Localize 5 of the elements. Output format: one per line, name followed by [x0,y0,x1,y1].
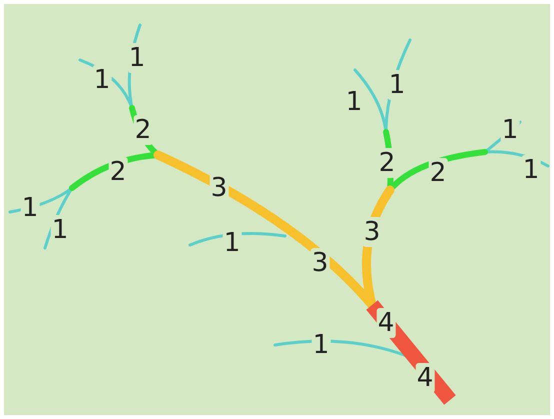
stream-order-number: 2 [134,115,152,145]
stream-order-number: 4 [416,363,434,393]
stream-order-number: 4 [376,308,396,338]
stream-order-number: 3 [362,217,382,247]
stream-order-number: 2 [378,148,396,178]
